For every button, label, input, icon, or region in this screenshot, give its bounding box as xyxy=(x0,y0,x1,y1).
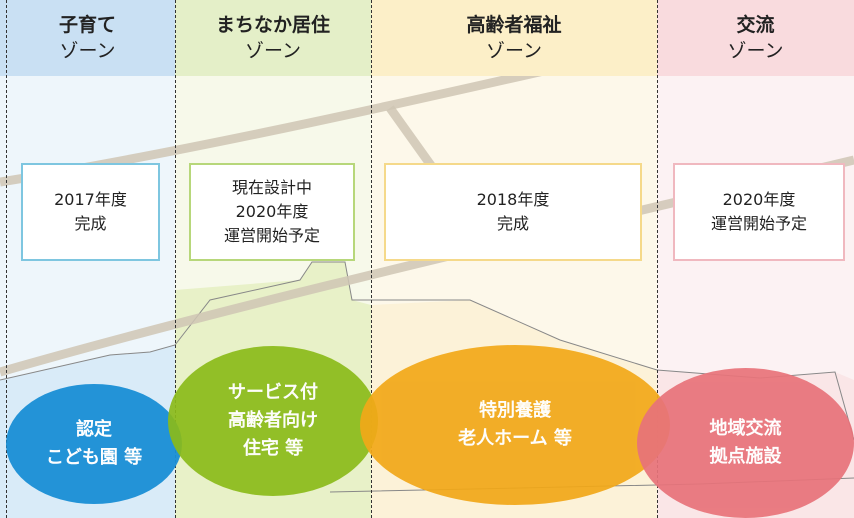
status-line: 2020年度 xyxy=(722,190,796,209)
facility-nursing-home: 特別養護 老人ホーム 等 xyxy=(360,345,670,505)
facility-label: 認定 xyxy=(76,419,112,440)
status-line: 完成 xyxy=(74,214,107,233)
facility-label: こども園 等 xyxy=(45,447,143,468)
status-line: 2020年度 xyxy=(235,202,309,221)
zone-header-title: 高齢者福祉 xyxy=(466,14,562,36)
zone-divider xyxy=(371,0,372,518)
zone-header-title: 交流 xyxy=(736,14,775,36)
status-line: 運営開始予定 xyxy=(710,214,807,233)
status-box-elderly-welfare: 2018年度 完成 xyxy=(384,163,642,261)
facility-community-center: 地域交流 拠点施設 xyxy=(637,368,854,518)
zone-divider xyxy=(175,0,176,518)
status-box-town-living: 現在設計中 2020年度 運営開始予定 xyxy=(189,163,355,261)
facility-label: 老人ホーム 等 xyxy=(458,428,572,449)
facility-label: 地域交流 xyxy=(709,418,782,439)
facility-label: 高齢者向け xyxy=(228,410,318,431)
zone-header-title: 子育て xyxy=(58,14,116,36)
facility-label: 住宅 等 xyxy=(242,438,304,459)
zone-header-childcare: 子育て ゾーン xyxy=(0,0,175,76)
status-box-exchange: 2020年度 運営開始予定 xyxy=(673,163,845,261)
status-box-childcare: 2017年度 完成 xyxy=(21,163,160,261)
facility-housing: サービス付 高齢者向け 住宅 等 xyxy=(168,346,378,496)
status-line: 運営開始予定 xyxy=(223,226,320,245)
zone-header-suffix: ゾーン xyxy=(485,40,543,62)
zone-header-suffix: ゾーン xyxy=(59,40,116,62)
status-line: 完成 xyxy=(496,214,529,233)
zone-header-title: まちなか居住 xyxy=(215,14,330,36)
facility-label: サービス付 xyxy=(228,382,318,403)
zone-header-exchange: 交流 ゾーン xyxy=(657,0,854,76)
zone-header-suffix: ゾーン xyxy=(244,40,302,62)
facility-childcare: 認定 こども園 等 xyxy=(6,384,182,504)
zone-header-town-living: まちなか居住 ゾーン xyxy=(175,0,371,76)
zone-divider xyxy=(6,0,7,518)
status-line: 2017年度 xyxy=(54,190,127,209)
facility-label: 拠点施設 xyxy=(709,446,782,467)
zone-divider xyxy=(657,0,658,518)
facility-label: 特別養護 xyxy=(479,400,551,421)
status-line: 2018年度 xyxy=(476,190,550,209)
zone-header-elderly-welfare: 高齢者福祉 ゾーン xyxy=(371,0,657,76)
status-line: 現在設計中 xyxy=(231,178,312,197)
zone-header-suffix: ゾーン xyxy=(727,40,784,62)
